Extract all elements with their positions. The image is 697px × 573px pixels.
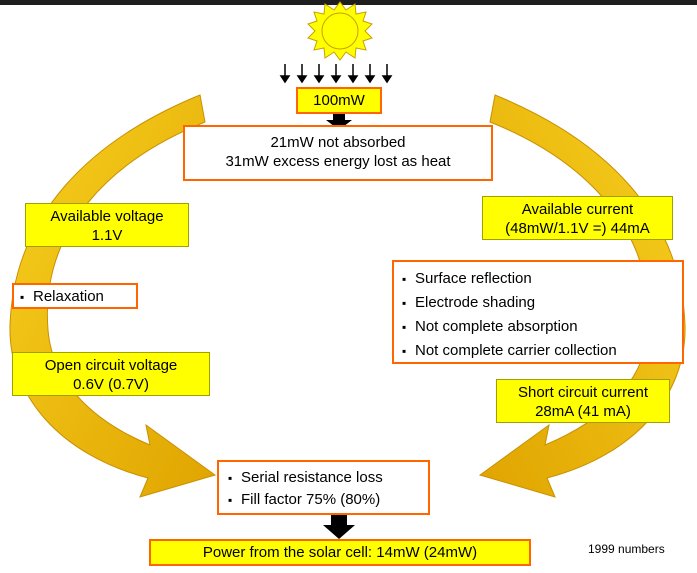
list-item: Electrode shading: [402, 291, 674, 315]
year-note: 1999 numbers: [588, 542, 665, 556]
top-losses-box: 21mW not absorbed 31mW excess energy los…: [183, 125, 493, 181]
open-circuit-voltage-value: 0.6V (0.7V): [73, 376, 149, 393]
input-power-label: 100mW: [313, 92, 365, 109]
short-circuit-current-title: Short circuit current: [517, 384, 649, 401]
list-item: Not complete absorption: [402, 315, 674, 339]
current-losses-box: Surface reflection Electrode shading Not…: [392, 260, 684, 364]
input-power-box: 100mW: [296, 87, 382, 114]
available-current-title: Available current: [521, 201, 634, 218]
down-arrow-icon: [279, 64, 393, 84]
available-voltage-title: Available voltage: [50, 208, 164, 225]
available-voltage-value: 1.1V: [91, 227, 123, 244]
flow-arrow-bottom: [323, 515, 355, 539]
open-circuit-voltage-box: Open circuit voltage 0.6V (0.7V): [12, 352, 210, 396]
cell-losses-box: Serial resistance loss Fill factor 75% (…: [217, 460, 430, 515]
relaxation-label: Relaxation: [20, 287, 130, 307]
output-power-box: Power from the solar cell: 14mW (24mW): [149, 539, 531, 566]
list-item: Not complete carrier collection: [402, 339, 674, 363]
top-bar: [0, 0, 697, 5]
heat-loss-label: 31mW excess energy lost as heat: [225, 153, 451, 170]
sun-icon: [307, 1, 373, 61]
short-circuit-current-box: Short circuit current 28mA (41 mA): [496, 379, 670, 423]
relaxation-box: Relaxation: [12, 283, 138, 309]
output-power-label: Power from the solar cell: 14mW (24mW): [202, 544, 478, 561]
available-voltage-box: Available voltage 1.1V: [25, 203, 189, 247]
available-current-box: Available current (48mW/1.1V =) 44mA: [482, 196, 673, 240]
available-current-value: (48mW/1.1V =) 44mA: [505, 220, 650, 237]
open-circuit-voltage-title: Open circuit voltage: [44, 357, 178, 374]
list-item: Serial resistance loss: [228, 467, 419, 489]
not-absorbed-label: 21mW not absorbed: [270, 134, 406, 151]
list-item: Surface reflection: [402, 267, 674, 291]
list-item: Fill factor 75% (80%): [228, 489, 419, 511]
flow-arrow-top: [326, 114, 352, 130]
short-circuit-current-value: 28mA (41 mA): [535, 403, 631, 420]
